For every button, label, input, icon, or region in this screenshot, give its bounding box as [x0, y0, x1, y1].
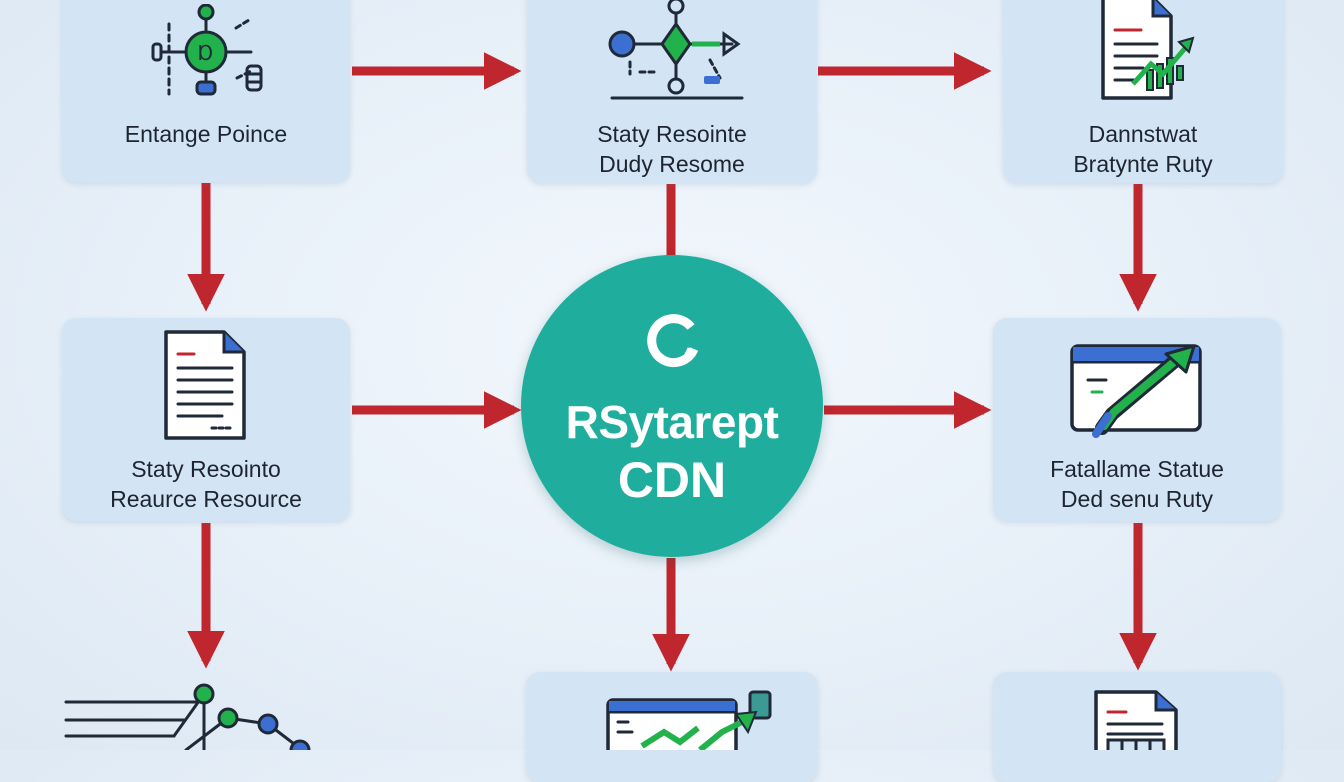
node-mid-left[interactable]: Staty Resointo Reaurce Resource: [62, 318, 350, 521]
svg-text:Ɒ: Ɒ: [198, 41, 214, 65]
node-top-left[interactable]: Ɒ Entange Poince: [62, 0, 350, 182]
cdn-logo-icon: [642, 311, 702, 376]
hub-cdn[interactable]: RSytarept CDN: [521, 255, 823, 557]
hub-subtitle: CDN: [617, 452, 727, 508]
node-top-right[interactable]: Dannstwat Bratynte Ruty: [1003, 0, 1283, 183]
node-bottom-left[interactable]: [62, 680, 362, 761]
node-mid-right[interactable]: Fatallame Statue Ded senu Ruty: [993, 318, 1281, 521]
node-mid-right-label: Fatallame Statue Ded senu Ruty: [1050, 456, 1224, 512]
node-bottom-right[interactable]: [993, 672, 1281, 782]
connector-arrows: [187, 52, 1157, 672]
browser-growth-icon: [993, 342, 1281, 438]
node-top-center[interactable]: Staty Resointe Dudy Resome: [527, 0, 817, 183]
network-node-icon: Ɒ: [62, 4, 350, 104]
node-top-left-label: Entange Poince: [124, 121, 288, 147]
document-chart-icon: [1003, 0, 1283, 106]
hub-title: RSytarept: [565, 396, 779, 448]
node-top-center-label: Staty Resointe Dudy Resome: [597, 121, 747, 177]
document-icon: [62, 328, 350, 444]
node-top-right-label: Dannstwat Bratynte Ruty: [1073, 121, 1213, 177]
network-graph-icon: [62, 680, 362, 761]
network-flow-icon: [527, 0, 817, 100]
node-mid-left-label: Staty Resointo Reaurce Resource: [110, 456, 302, 512]
document-table-icon: [993, 688, 1281, 750]
dashboard-chart-icon: [526, 688, 818, 750]
node-bottom-center[interactable]: [526, 672, 818, 782]
